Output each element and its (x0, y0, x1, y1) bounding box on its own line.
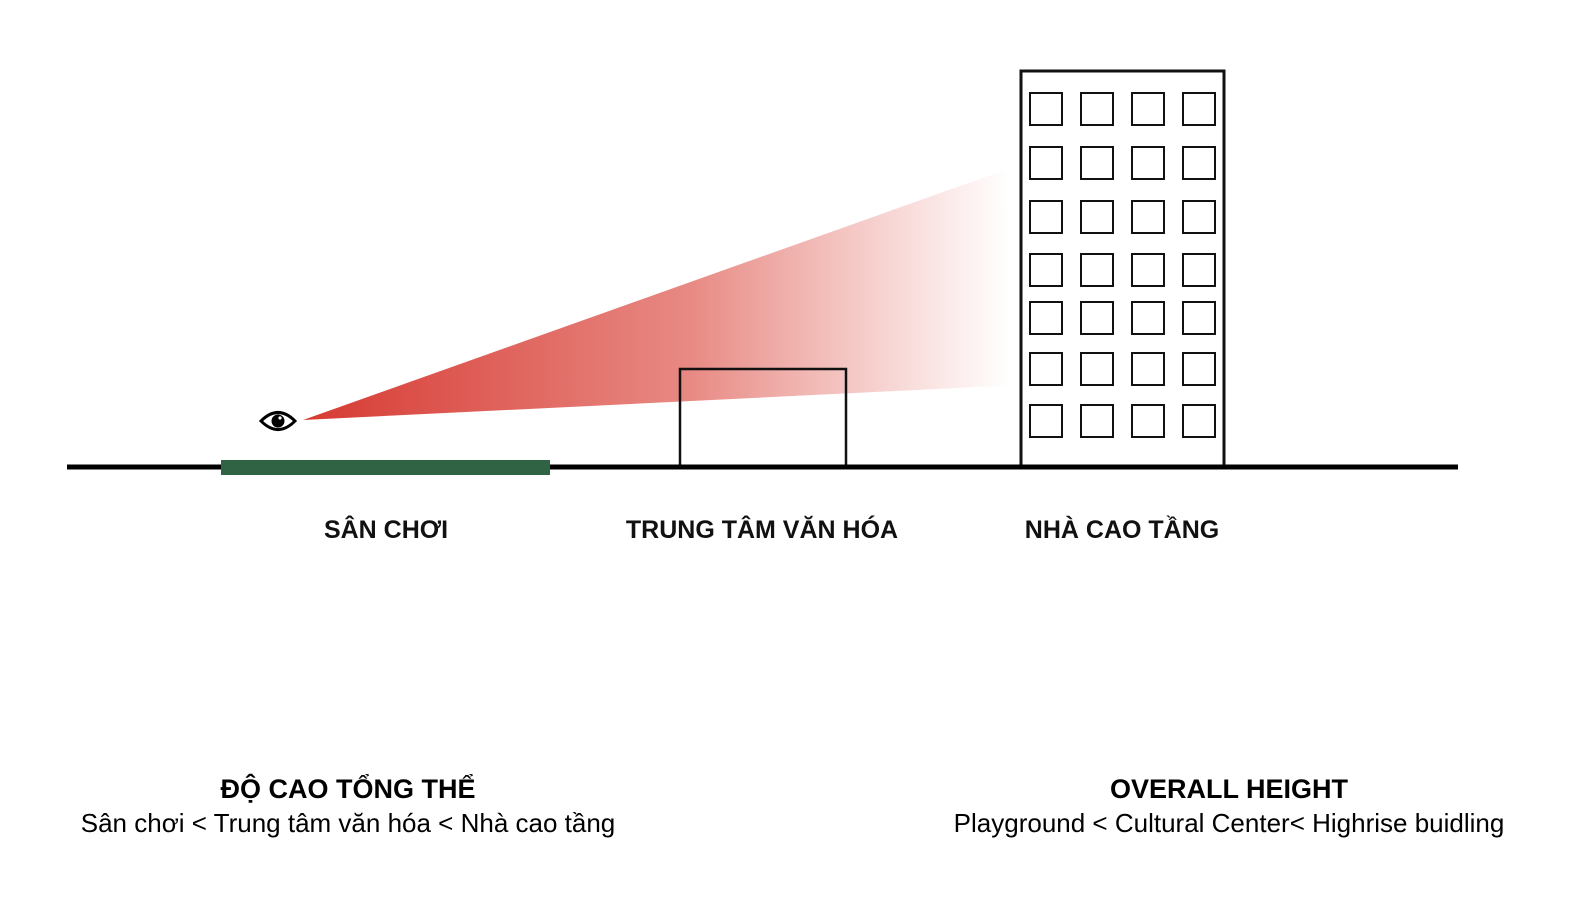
sightline-cone (303, 170, 1018, 420)
window (1029, 200, 1063, 234)
window (1131, 301, 1165, 335)
window (1080, 92, 1114, 126)
eye-icon (258, 411, 298, 431)
window (1080, 352, 1114, 386)
highrise-windows (1029, 92, 1216, 438)
window (1080, 146, 1114, 180)
label-playground: SÂN CHƠI (323, 516, 449, 544)
window (1080, 301, 1114, 335)
caption-vietnamese: ĐỘ CAO TỔNG THỂ Sân chơi < Trung tâm văn… (81, 772, 616, 840)
window (1080, 200, 1114, 234)
playground-bar (221, 460, 550, 475)
window (1182, 301, 1216, 335)
window (1029, 301, 1063, 335)
caption-en-text: Playground < Cultural Center< Highrise b… (953, 808, 1505, 838)
window (1080, 404, 1114, 438)
window (1029, 146, 1063, 180)
window (1182, 92, 1216, 126)
window (1182, 146, 1216, 180)
window (1182, 253, 1216, 287)
window (1131, 92, 1165, 126)
window (1131, 200, 1165, 234)
window (1182, 200, 1216, 234)
caption-vi-text: Sân chơi < Trung tâm văn hóa < Nhà cao t… (80, 808, 616, 838)
window (1029, 92, 1063, 126)
caption-en-title: OVERALL HEIGHT (1109, 774, 1349, 804)
window (1029, 404, 1063, 438)
window (1080, 253, 1114, 287)
window (1029, 253, 1063, 287)
label-cultural-center: TRUNG TÂM VĂN HÓA (625, 516, 899, 544)
window (1131, 404, 1165, 438)
caption-vi-title: ĐỘ CAO TỔNG THỂ (220, 774, 476, 804)
window (1131, 352, 1165, 386)
window (1131, 253, 1165, 287)
highrise-building (1019, 69, 1226, 469)
window (1029, 352, 1063, 386)
caption-english: OVERALL HEIGHT Playground < Cultural Cen… (954, 772, 1505, 840)
window (1182, 352, 1216, 386)
window (1182, 404, 1216, 438)
window (1131, 146, 1165, 180)
label-highrise: NHÀ CAO TẦNG (1024, 516, 1220, 544)
